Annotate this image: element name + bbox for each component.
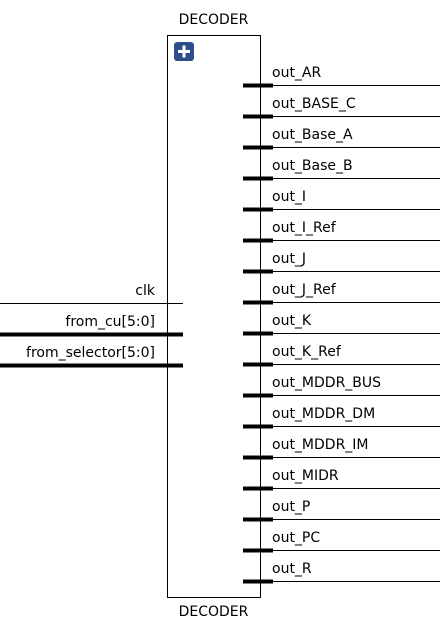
output-port-label: out_P bbox=[272, 499, 311, 515]
output-port-label: out_AR bbox=[272, 65, 322, 81]
output-port-label: out_R bbox=[272, 561, 312, 577]
input-port-label: clk bbox=[135, 283, 155, 299]
output-port-label: out_MDDR_IM bbox=[272, 437, 369, 453]
output-port-label: out_BASE_C bbox=[272, 96, 356, 112]
plus-icon[interactable] bbox=[174, 42, 194, 61]
output-port-label: out_J bbox=[272, 251, 307, 267]
output-port-label: out_J_Ref bbox=[272, 282, 336, 298]
output-port-label: out_MDDR_BUS bbox=[272, 375, 382, 391]
output-port-label: out_I_Ref bbox=[272, 220, 336, 236]
output-port-label: out_MIDR bbox=[272, 468, 339, 484]
input-port-label: from_selector[5:0] bbox=[26, 345, 155, 361]
block-title-top: DECODER bbox=[178, 12, 249, 28]
output-port-label: out_Base_B bbox=[272, 158, 353, 174]
output-port-label: out_Base_A bbox=[272, 127, 353, 143]
output-port-label: out_K_Ref bbox=[272, 344, 341, 360]
output-port-label: out_MDDR_DM bbox=[272, 406, 376, 422]
block-title-bottom: DECODER bbox=[178, 604, 249, 620]
output-port-label: out_PC bbox=[272, 530, 321, 546]
input-port-label: from_cu[5:0] bbox=[65, 314, 155, 330]
decoder-block-body[interactable] bbox=[167, 35, 261, 598]
output-port-label: out_I bbox=[272, 189, 307, 205]
output-port-label: out_K bbox=[272, 313, 312, 329]
